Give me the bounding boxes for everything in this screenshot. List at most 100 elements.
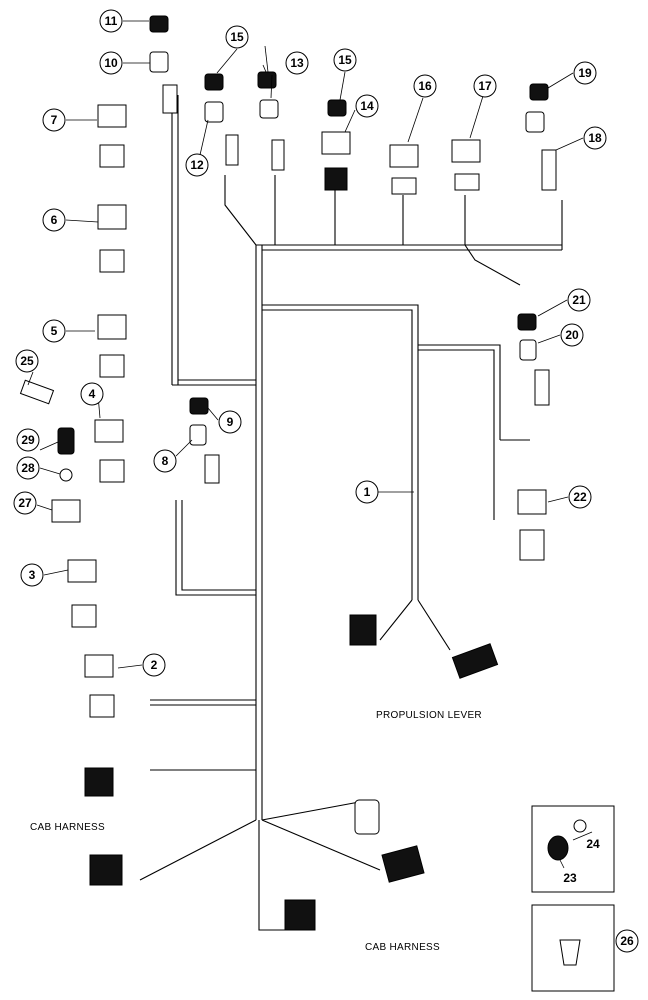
svg-text:17: 17 xyxy=(478,79,492,93)
svg-text:15: 15 xyxy=(230,30,244,44)
part-25-bezel xyxy=(19,379,55,405)
svg-text:15: 15 xyxy=(338,53,352,67)
callout-28: 28 xyxy=(16,456,40,480)
svg-text:24: 24 xyxy=(586,837,600,851)
part-15-cap-b xyxy=(257,71,277,89)
part-22-switch xyxy=(517,489,547,561)
callout-13: 13 xyxy=(285,51,309,75)
part-3-switch xyxy=(67,559,97,628)
callout-2: 2 xyxy=(142,653,166,677)
part-29-sleeve xyxy=(57,427,75,455)
part-28-nut xyxy=(59,468,73,482)
svg-text:14: 14 xyxy=(360,99,374,113)
svg-text:25: 25 xyxy=(20,354,34,368)
part-10-knob xyxy=(149,51,178,114)
part-8-knob xyxy=(189,424,220,484)
svg-text:22: 22 xyxy=(573,490,587,504)
leader-lines xyxy=(27,20,593,869)
cab-connector-4 xyxy=(381,845,425,883)
svg-text:12: 12 xyxy=(190,158,204,172)
callout-19: 19 xyxy=(573,61,597,85)
part-15-cap-a xyxy=(204,73,224,91)
cab-connector-1 xyxy=(84,767,114,797)
svg-text:26: 26 xyxy=(620,934,634,948)
svg-text:13: 13 xyxy=(290,56,304,70)
part-19-cap xyxy=(529,83,549,101)
part-6-switch xyxy=(97,204,127,273)
part-21-cap xyxy=(517,313,537,331)
svg-text:28: 28 xyxy=(21,461,35,475)
callout-15-pair: 15 xyxy=(225,25,249,49)
callout-18: 18 xyxy=(583,126,607,150)
svg-text:8: 8 xyxy=(162,454,169,468)
callout-21: 21 xyxy=(567,288,591,312)
svg-text:23: 23 xyxy=(563,871,577,885)
svg-text:3: 3 xyxy=(29,568,36,582)
part-5-switch xyxy=(97,314,127,378)
label-cab-harness-left: CAB HARNESS xyxy=(30,822,105,833)
callout-9: 9 xyxy=(218,410,242,434)
callout-3: 3 xyxy=(20,563,44,587)
callout-7: 7 xyxy=(42,108,66,132)
callout-16: 16 xyxy=(413,74,437,98)
callout-1: 1 xyxy=(355,480,379,504)
svg-text:6: 6 xyxy=(51,213,58,227)
svg-text:4: 4 xyxy=(89,387,96,401)
callout-11: 11 xyxy=(99,9,123,33)
svg-text:21: 21 xyxy=(572,293,586,307)
part-7-switch xyxy=(97,104,127,168)
svg-text:5: 5 xyxy=(51,324,58,338)
callout-8: 8 xyxy=(153,449,177,473)
part-11-cap xyxy=(149,15,169,33)
svg-text:27: 27 xyxy=(18,496,32,510)
part-20-knob xyxy=(519,339,550,406)
svg-text:29: 29 xyxy=(21,433,35,447)
callout-17: 17 xyxy=(473,74,497,98)
part-17-toggle xyxy=(451,139,481,191)
part-13-knob xyxy=(259,99,285,171)
callout-26: 26 xyxy=(615,929,639,953)
cab-connector-3 xyxy=(284,899,316,931)
propulsion-connector-right xyxy=(451,643,499,679)
inset-box-26 xyxy=(531,904,615,992)
callout-10: 10 xyxy=(99,51,123,75)
callout-27: 27 xyxy=(13,491,37,515)
svg-text:20: 20 xyxy=(565,328,579,342)
part-9-cap xyxy=(189,397,209,415)
svg-text:1: 1 xyxy=(364,485,371,499)
callout-5: 5 xyxy=(42,319,66,343)
part-12-knob xyxy=(204,101,239,166)
main-harness xyxy=(139,95,563,931)
callout-14: 14 xyxy=(355,94,379,118)
callout-4: 4 xyxy=(80,382,104,406)
svg-text:11: 11 xyxy=(105,14,118,28)
svg-text:18: 18 xyxy=(588,131,602,145)
svg-text:19: 19 xyxy=(578,66,592,80)
callout-24: 24 xyxy=(586,837,600,851)
part-2-switch xyxy=(84,654,115,718)
svg-text:9: 9 xyxy=(227,415,234,429)
cab-connector-round xyxy=(354,799,380,835)
callout-6: 6 xyxy=(42,208,66,232)
svg-text:7: 7 xyxy=(51,113,58,127)
callout-25: 25 xyxy=(15,349,39,373)
callout-23: 23 xyxy=(563,871,577,885)
callout-20: 20 xyxy=(560,323,584,347)
cab-connector-2 xyxy=(89,854,123,886)
label-propulsion-lever: PROPULSION LEVER xyxy=(376,710,482,721)
inset-box-23-24 xyxy=(531,805,615,893)
label-cab-harness-bottom: CAB HARNESS xyxy=(365,942,440,953)
part-27-toggle xyxy=(51,499,81,523)
callout-22: 22 xyxy=(568,485,592,509)
callout-29: 29 xyxy=(16,428,40,452)
svg-text:2: 2 xyxy=(151,658,158,672)
propulsion-connector-left xyxy=(349,614,377,646)
part-18-knob xyxy=(525,111,557,191)
part-14-block xyxy=(321,131,351,191)
svg-text:10: 10 xyxy=(104,56,118,70)
part-15-cap-c xyxy=(327,99,347,117)
part-16-toggle xyxy=(389,144,419,195)
callout-12: 12 xyxy=(185,153,209,177)
